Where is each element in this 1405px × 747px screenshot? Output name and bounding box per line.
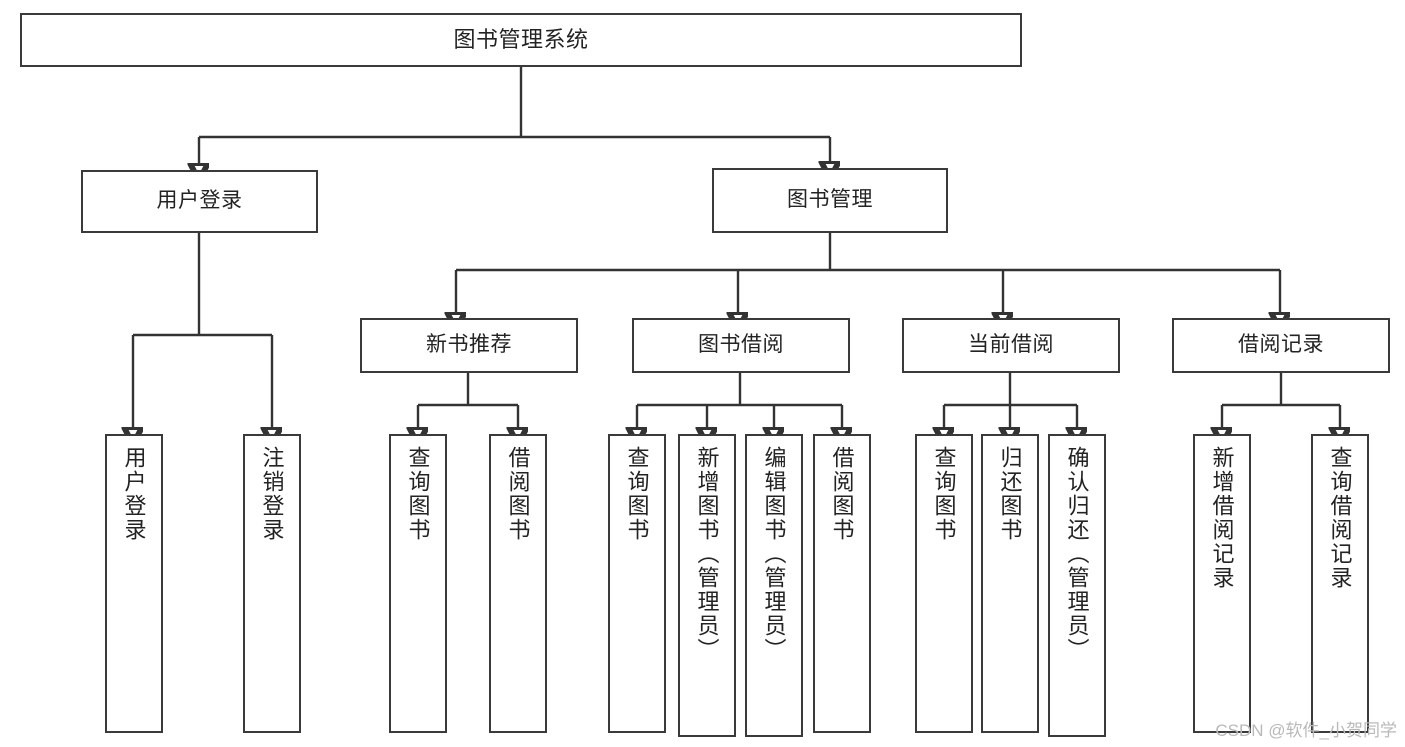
node-leaf-query-book-1-label: 查询图书	[405, 446, 431, 542]
node-leaf-add-record-label: 新增借阅记录	[1209, 446, 1235, 590]
node-book-borrow[interactable]: 图书借阅	[632, 318, 850, 373]
node-new-book-recommend-label: 新书推荐	[426, 333, 512, 357]
node-current-borrow-label: 当前借阅	[968, 333, 1054, 357]
node-borrow-record-label: 借阅记录	[1238, 333, 1324, 357]
node-leaf-confirm-return[interactable]: 确认归还（管理员）	[1048, 434, 1106, 737]
node-leaf-return-book-label: 归还图书	[997, 446, 1023, 542]
node-leaf-logout[interactable]: 注销登录	[243, 434, 301, 733]
node-leaf-edit-book[interactable]: 编辑图书（管理员）	[745, 434, 803, 737]
node-leaf-user-login-label: 用户登录	[121, 446, 147, 542]
node-leaf-query-record-label: 查询借阅记录	[1327, 446, 1353, 590]
watermark: CSDN @软件_小贺同学	[1215, 721, 1397, 740]
node-leaf-edit-book-label: 编辑图书（管理员）	[761, 446, 787, 662]
node-leaf-borrow-book-2-label: 借阅图书	[829, 446, 855, 542]
node-root[interactable]: 图书管理系统	[20, 13, 1022, 67]
node-book-borrow-label: 图书借阅	[698, 333, 784, 357]
node-leaf-add-book-label: 新增图书（管理员）	[694, 446, 720, 662]
node-leaf-query-book-1[interactable]: 查询图书	[389, 434, 447, 733]
node-leaf-borrow-book-2[interactable]: 借阅图书	[813, 434, 871, 733]
node-leaf-query-record[interactable]: 查询借阅记录	[1311, 434, 1369, 733]
node-leaf-borrow-book-1[interactable]: 借阅图书	[489, 434, 547, 733]
node-leaf-logout-label: 注销登录	[259, 446, 285, 542]
node-leaf-confirm-return-label: 确认归还（管理员）	[1064, 446, 1090, 662]
node-leaf-query-book-3[interactable]: 查询图书	[915, 434, 973, 733]
node-leaf-add-record[interactable]: 新增借阅记录	[1193, 434, 1251, 733]
node-current-borrow[interactable]: 当前借阅	[902, 318, 1120, 373]
node-book-manage[interactable]: 图书管理	[712, 168, 948, 233]
node-leaf-add-book[interactable]: 新增图书（管理员）	[678, 434, 736, 737]
node-user-login[interactable]: 用户登录	[81, 170, 318, 233]
node-root-label: 图书管理系统	[453, 27, 589, 53]
node-book-manage-label: 图书管理	[787, 188, 873, 212]
node-borrow-record[interactable]: 借阅记录	[1172, 318, 1390, 373]
node-leaf-query-book-2[interactable]: 查询图书	[608, 434, 666, 733]
node-user-login-label: 用户登录	[156, 189, 243, 213]
node-leaf-query-book-3-label: 查询图书	[931, 446, 957, 542]
node-leaf-return-book[interactable]: 归还图书	[981, 434, 1039, 733]
node-leaf-query-book-2-label: 查询图书	[624, 446, 650, 542]
node-new-book-recommend[interactable]: 新书推荐	[360, 318, 578, 373]
node-leaf-user-login[interactable]: 用户登录	[105, 434, 163, 733]
node-leaf-borrow-book-1-label: 借阅图书	[505, 446, 531, 542]
